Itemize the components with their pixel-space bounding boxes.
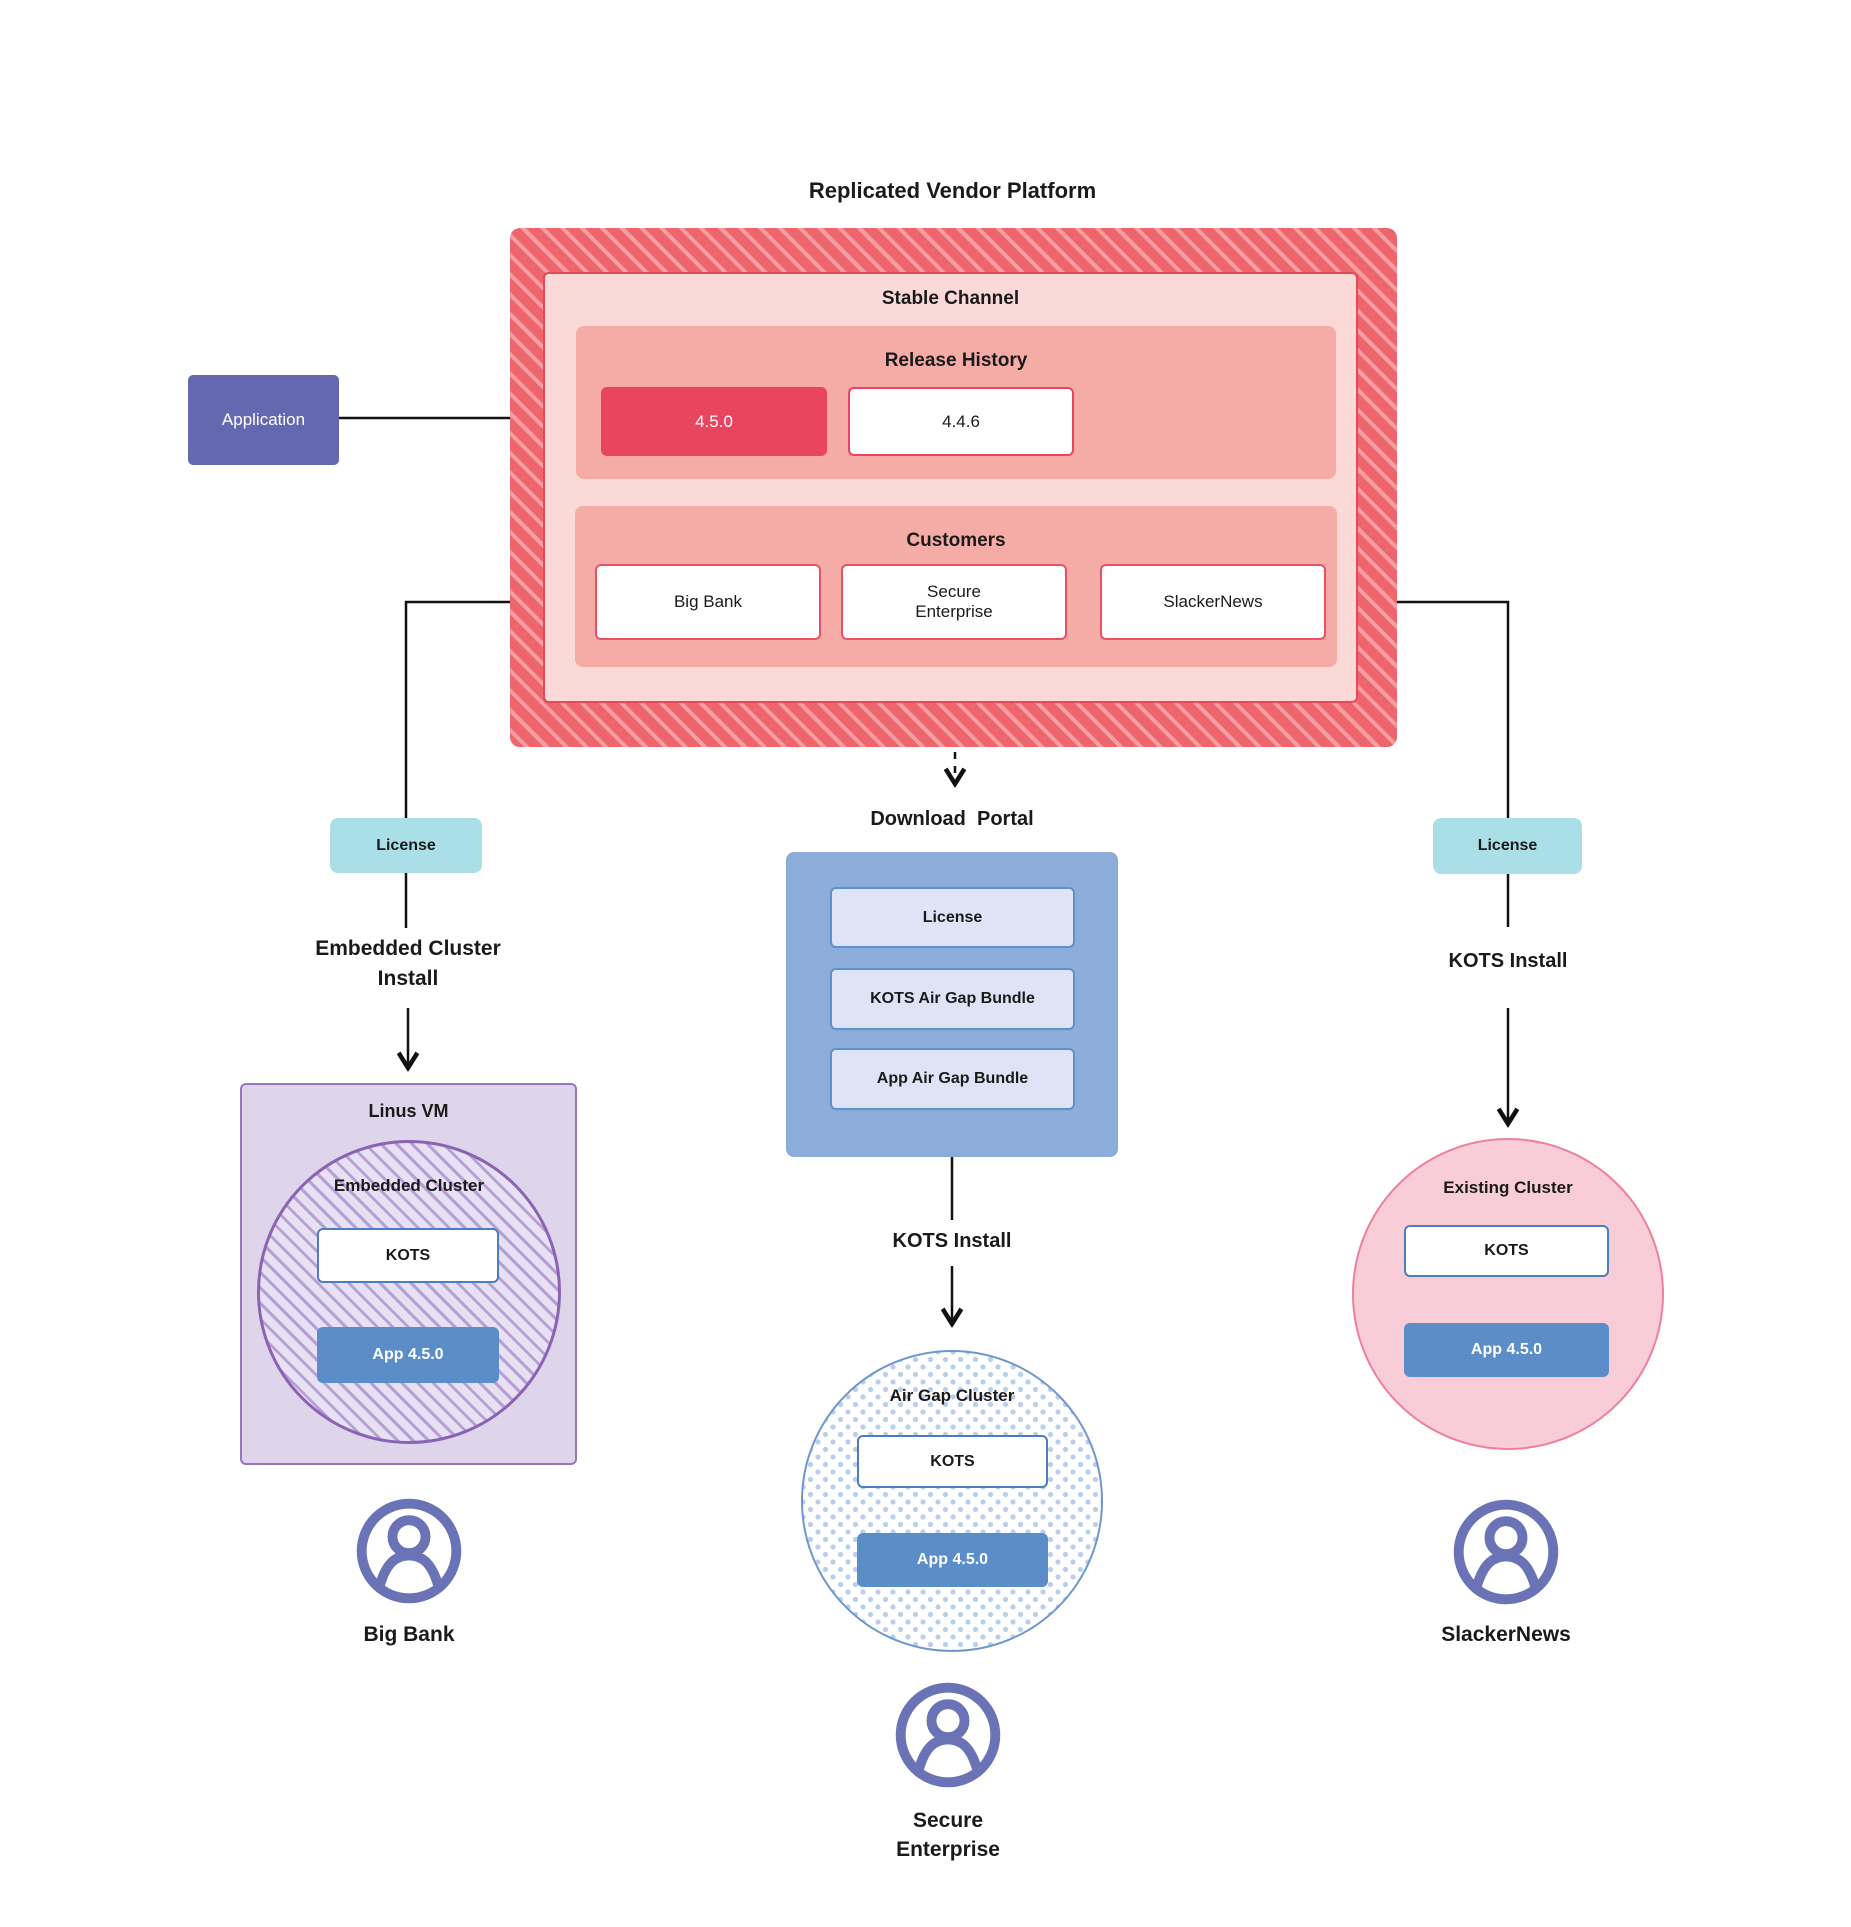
download-portal-label: Download Portal [870, 808, 1034, 830]
existing-cluster-circle [1352, 1138, 1664, 1450]
portal-app-airgap-bundle-box: App Air Gap Bundle [830, 1048, 1075, 1110]
portal-license-box: License [830, 887, 1075, 948]
license-box-right: License [1433, 818, 1582, 874]
user-label-secure-enterprise: Secure Enterprise [896, 1809, 1000, 1861]
air-gap-cluster-circle [801, 1350, 1103, 1652]
application-box: Application [188, 375, 339, 465]
embedded-cluster-label: Embedded Cluster [333, 1176, 485, 1195]
user-label-big-bank: Big Bank [363, 1623, 455, 1646]
release-4-4-6: 4.4.6 [848, 387, 1074, 456]
app-box-left: App 4.5.0 [317, 1327, 499, 1383]
kots-box-left: KOTS [317, 1228, 499, 1283]
release-history-label: Release History [884, 350, 1028, 371]
kots-box-right: KOTS [1404, 1225, 1609, 1277]
app-box-mid: App 4.5.0 [857, 1533, 1048, 1587]
kots-install-label-mid: KOTS Install [892, 1230, 1012, 1252]
stable-channel-label: Stable Channel [881, 288, 1020, 309]
customers-label: Customers [906, 530, 1006, 551]
app-box-right: App 4.5.0 [1404, 1323, 1609, 1377]
license-box-left: License [330, 818, 482, 873]
customer-secure-enterprise: Secure Enterprise [841, 564, 1067, 640]
user-icon-big-bank [356, 1498, 462, 1604]
existing-cluster-label: Existing Cluster [1443, 1178, 1573, 1197]
kots-install-label-right: KOTS Install [1448, 950, 1568, 972]
customer-big-bank: Big Bank [595, 564, 821, 640]
user-icon-secure-enterprise [895, 1682, 1001, 1788]
page-title: Replicated Vendor Platform [808, 178, 1097, 203]
user-icon-slackernews [1453, 1499, 1559, 1605]
air-gap-cluster-label: Air Gap Cluster [889, 1386, 1015, 1405]
release-4-5-0: 4.5.0 [601, 387, 827, 456]
kots-box-mid: KOTS [857, 1435, 1048, 1488]
embedded-cluster-install-label: Embedded Cluster Install [315, 937, 501, 990]
embedded-cluster-circle [257, 1140, 561, 1444]
user-label-slackernews: SlackerNews [1441, 1623, 1571, 1646]
customer-slackernews: SlackerNews [1100, 564, 1326, 640]
portal-kots-airgap-bundle-box: KOTS Air Gap Bundle [830, 968, 1075, 1030]
linus-vm-label: Linus VM [368, 1101, 449, 1121]
